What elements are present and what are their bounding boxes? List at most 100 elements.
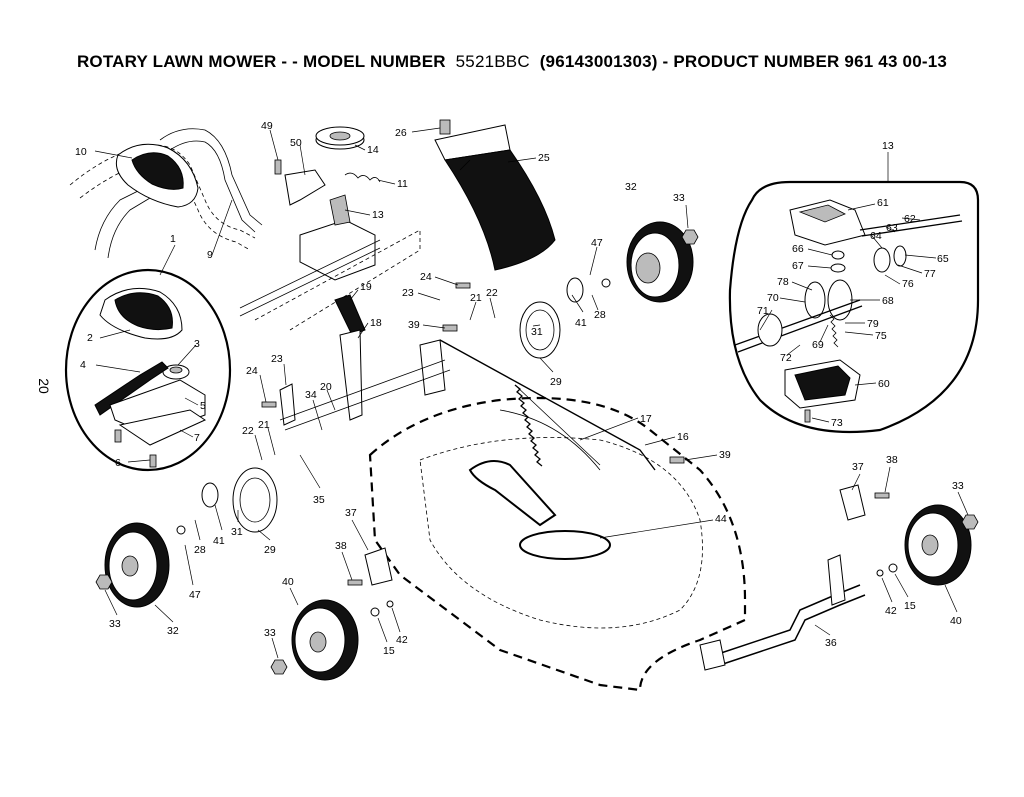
- callout-c42b: 42: [885, 605, 897, 617]
- callout-c36: 36: [825, 637, 837, 649]
- callout-c2: 2: [87, 332, 93, 344]
- callout-c15b: 15: [904, 600, 916, 612]
- callout-c9: 9: [207, 249, 213, 261]
- callout-c39b: 39: [719, 449, 731, 461]
- callout-c42a: 42: [396, 634, 408, 646]
- model-number: 5521BBC: [455, 52, 530, 71]
- callout-c22a: 22: [486, 287, 498, 299]
- callout-c63: 63: [886, 222, 898, 234]
- callout-c61: 61: [877, 197, 889, 209]
- rod-16: [439, 339, 656, 471]
- wheel-right-rear: [904, 504, 972, 586]
- callout-c38a: 38: [335, 540, 347, 552]
- spring-17: [514, 384, 543, 467]
- callout-c79: 79: [867, 318, 879, 330]
- callout-c21a: 21: [470, 292, 482, 304]
- title-suffix: (96143001303) - PRODUCT NUMBER 961 43 00…: [539, 52, 948, 71]
- callout-c39a: 39: [408, 319, 420, 331]
- callout-c23b: 23: [271, 353, 283, 365]
- handle-assembly: [69, 128, 263, 259]
- drive-wheel-hubs: [201, 277, 584, 533]
- callout-c67: 67: [792, 260, 804, 272]
- callout-c69: 69: [812, 339, 824, 351]
- callout-c77: 77: [924, 268, 936, 280]
- callout-c24b: 24: [246, 365, 258, 377]
- grass-bag: [434, 119, 556, 271]
- callout-c31a: 31: [531, 326, 543, 338]
- callout-c13b: 13: [882, 140, 894, 152]
- callout-c47a: 47: [591, 237, 603, 249]
- callout-c5: 5: [200, 400, 206, 412]
- callout-c6: 6: [115, 457, 121, 469]
- callout-c37a: 37: [345, 507, 357, 519]
- gearbox-exploded-inset: [728, 180, 980, 434]
- callout-c11: 11: [397, 178, 408, 190]
- callout-c1: 1: [170, 233, 176, 245]
- callout-c41a: 41: [575, 317, 587, 329]
- callout-c68: 68: [882, 295, 894, 307]
- drive-gearbox-group: [239, 126, 421, 331]
- callout-c33c: 33: [264, 627, 276, 639]
- callout-c22b: 22: [242, 425, 254, 437]
- callout-c23a: 23: [402, 287, 414, 299]
- callout-c29b: 29: [264, 544, 276, 556]
- callout-c14: 14: [367, 144, 379, 156]
- callout-c50: 50: [290, 137, 302, 149]
- callout-c13a: 13: [372, 209, 384, 221]
- callout-c28b: 28: [194, 544, 206, 556]
- callout-c32b: 32: [167, 625, 179, 637]
- callout-c75: 75: [875, 330, 887, 342]
- wheel-left-front: [104, 522, 170, 608]
- callout-c71: 71: [757, 305, 769, 317]
- callout-c44: 44: [715, 513, 727, 525]
- callout-c33d: 33: [952, 480, 964, 492]
- callout-c21b: 21: [258, 419, 270, 431]
- callout-c37b: 37: [852, 461, 864, 473]
- callout-c10: 10: [75, 146, 87, 158]
- callout-c66: 66: [792, 243, 804, 255]
- callout-c26: 26: [395, 127, 407, 139]
- callout-c70: 70: [767, 292, 779, 304]
- callout-c4: 4: [80, 359, 86, 371]
- callout-c7: 7: [194, 432, 200, 444]
- callout-c20: 20: [320, 381, 332, 393]
- callout-c33b: 33: [109, 618, 121, 630]
- callout-c60: 60: [878, 378, 890, 390]
- wheel-top-right: [626, 221, 694, 303]
- callout-c64: 64: [870, 230, 882, 242]
- height-adjust-lever: [279, 294, 451, 431]
- callout-c40a: 40: [282, 576, 294, 588]
- callout-c47b: 47: [189, 589, 201, 601]
- callout-c16: 16: [677, 431, 689, 443]
- callout-c40b: 40: [950, 615, 962, 627]
- callout-c41b: 41: [213, 535, 225, 547]
- callout-c3: 3: [194, 338, 200, 350]
- callout-c78: 78: [777, 276, 789, 288]
- wheel-left-rear: [291, 599, 359, 681]
- callout-c33a: 33: [673, 192, 685, 204]
- callout-c28a: 28: [594, 309, 606, 321]
- callout-c32a: 32: [625, 181, 637, 193]
- rear-axle-and-brackets: [364, 484, 866, 671]
- callout-c18: 18: [370, 317, 382, 329]
- callout-c35: 35: [313, 494, 325, 506]
- callout-c72: 72: [780, 352, 792, 364]
- callout-c62: 62: [904, 213, 916, 225]
- leader-lines: [94, 127, 969, 659]
- handle-grip-detail-inset: [64, 268, 232, 472]
- callout-c38b: 38: [886, 454, 898, 466]
- callout-c29a: 29: [550, 376, 562, 388]
- callout-c31b: 31: [231, 526, 243, 538]
- callout-c25: 25: [538, 152, 550, 164]
- callout-c65: 65: [937, 253, 949, 265]
- title-prefix: ROTARY LAWN MOWER - - MODEL NUMBER: [76, 52, 446, 71]
- callout-c17: 17: [640, 413, 652, 425]
- callout-c34: 34: [305, 389, 317, 401]
- callout-c24a: 24: [420, 271, 432, 283]
- callout-c76: 76: [902, 278, 914, 290]
- callout-c49: 49: [261, 120, 273, 132]
- callout-c15a: 15: [383, 645, 395, 657]
- mower-deck: [368, 384, 747, 692]
